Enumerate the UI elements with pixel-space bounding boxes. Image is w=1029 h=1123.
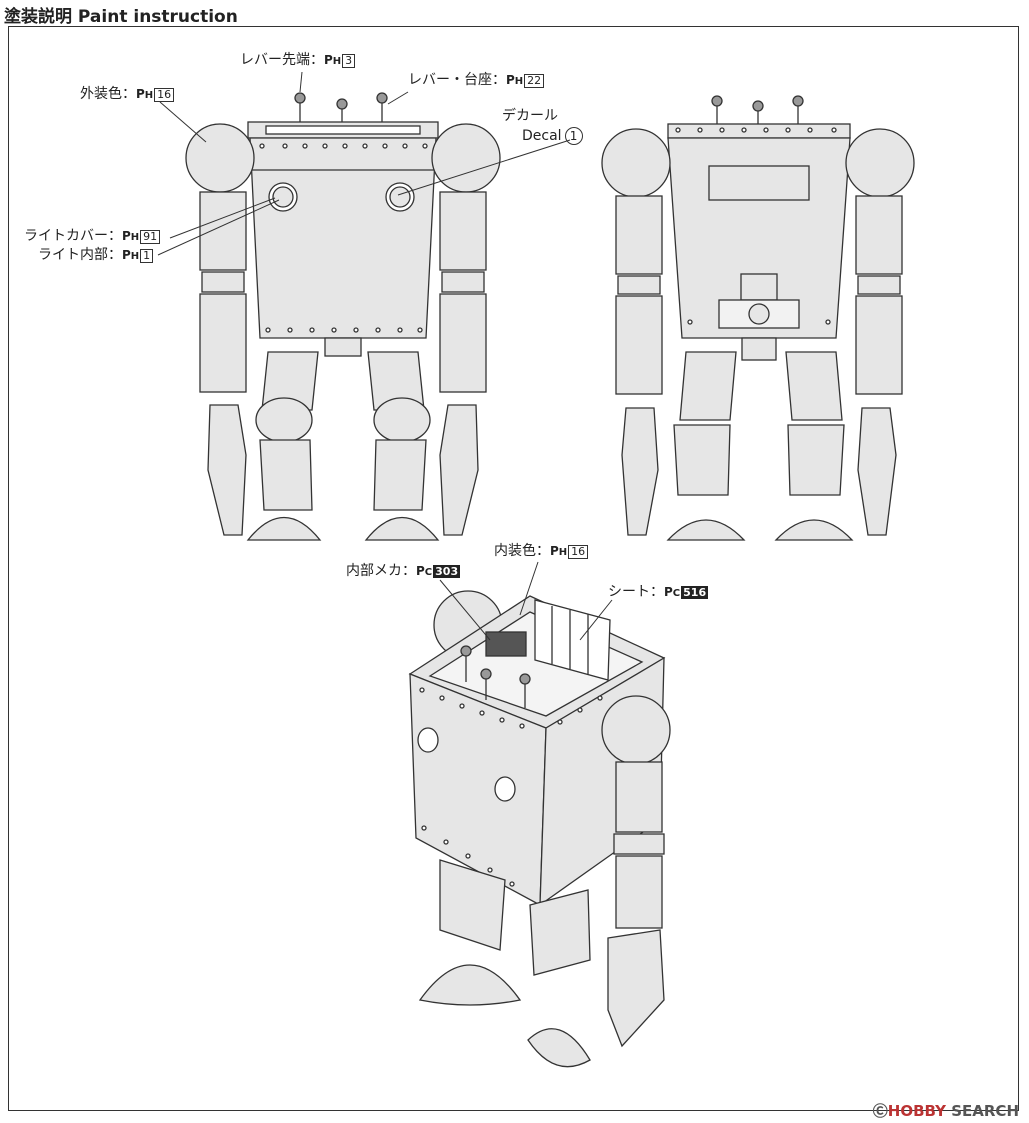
paint-number: 22 <box>524 74 545 88</box>
paint-number: 3 <box>342 54 356 68</box>
paint-code-letter: C <box>672 588 681 599</box>
label-lever-tip-text: レバー先端： <box>240 52 324 68</box>
decal-number: 1 <box>564 127 583 145</box>
label-light-inner-text: ライト内部： <box>38 247 122 263</box>
perspective-view-robot <box>408 590 671 1068</box>
watermark: ⒸHOBBY SEARCH <box>873 1100 1019 1121</box>
paint-code-prefix: PH <box>550 544 568 558</box>
paint-code-prefix: PH <box>122 229 140 243</box>
paint-code-letter: H <box>558 547 568 558</box>
paint-number: 16 <box>154 88 175 102</box>
paint-number: 91 <box>140 230 161 244</box>
paint-code-prefix: PC <box>664 585 681 599</box>
paint-number: 303 <box>433 565 461 578</box>
paint-code-letter: H <box>144 90 154 101</box>
paint-code-prefix: PH <box>324 53 342 67</box>
front-view-robot <box>185 92 501 541</box>
back-view-robot <box>601 95 915 541</box>
paint-code-prefix: PH <box>506 73 524 87</box>
paint-code-prefix: PH <box>136 87 154 101</box>
label-inner-mech-text: 内部メカ： <box>346 563 416 579</box>
paint-code-prefix: PC <box>416 564 433 578</box>
label-seat-text: シート： <box>608 584 664 600</box>
watermark-rest: SEARCH <box>946 1102 1019 1120</box>
page-title: 塗装説明 Paint instruction <box>4 7 238 27</box>
watermark-brand: HOBBY <box>887 1102 946 1120</box>
label-decal-sub-text: Decal <box>522 128 562 144</box>
paint-number: 16 <box>568 545 589 559</box>
label-light-cover-text: ライトカバー： <box>24 228 122 244</box>
paint-code-prefix: PH <box>122 248 140 262</box>
paint-number: 1 <box>140 249 154 263</box>
paint-code-letter: H <box>130 251 140 262</box>
watermark-prefix: Ⓒ <box>872 1102 888 1120</box>
diagram-frame <box>8 26 1019 1111</box>
paint-code-letter: H <box>514 76 524 87</box>
label-lever-base-text: レバー・台座： <box>408 72 506 88</box>
paint-code-letter: H <box>332 56 342 67</box>
label-decal: デカール <box>502 108 558 124</box>
label-decal-text: デカール <box>502 108 558 124</box>
label-interior-text: 内装色： <box>494 543 550 559</box>
label-exterior-text: 外装色： <box>80 86 136 102</box>
paint-number: 516 <box>681 586 709 599</box>
paint-code-letter: C <box>424 567 433 578</box>
paint-code-letter: H <box>130 232 140 243</box>
